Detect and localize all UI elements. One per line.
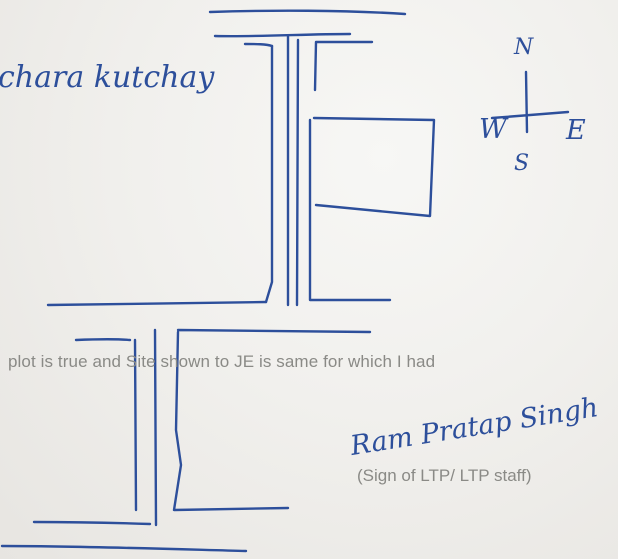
- road-inner-right: [295, 38, 300, 307]
- certification-text: plot is true and Site shown to JE is sam…: [8, 352, 436, 371]
- handwritten-signature: Ram Pratap Singh: [347, 392, 600, 462]
- upper-site-plan: [46, 9, 436, 307]
- lower-road-edge: [46, 300, 268, 307]
- bottom-boundary-line: [0, 544, 248, 553]
- right-plot-top: [313, 40, 374, 92]
- road-top-edge: [213, 32, 352, 38]
- right-plot-side: [308, 118, 392, 302]
- road-left-return: [243, 42, 274, 48]
- lower-road-left: [133, 338, 138, 512]
- road-left-side: [264, 44, 274, 304]
- lower-plot-outline: [172, 328, 372, 512]
- signature-caption: (Sign of LTP/ LTP staff): [357, 466, 532, 485]
- lower-site-plan: [0, 328, 372, 553]
- lower-left-return: [74, 338, 132, 342]
- top-boundary-line: [208, 9, 407, 16]
- site-plot-rectangle: [312, 116, 436, 218]
- road-label-handwritten: chara kutchay: [0, 60, 215, 95]
- compass-east-label: E: [565, 115, 586, 146]
- compass-rose: N W S E: [479, 35, 586, 176]
- compass-west-label: W: [479, 114, 509, 145]
- compass-horizontal-axis: [490, 110, 570, 120]
- compass-vertical-axis: [524, 70, 529, 134]
- lower-crossing-line: [32, 520, 152, 526]
- compass-south-label: S: [514, 151, 529, 176]
- lower-road-right: [153, 328, 158, 527]
- compass-north-label: N: [513, 35, 534, 60]
